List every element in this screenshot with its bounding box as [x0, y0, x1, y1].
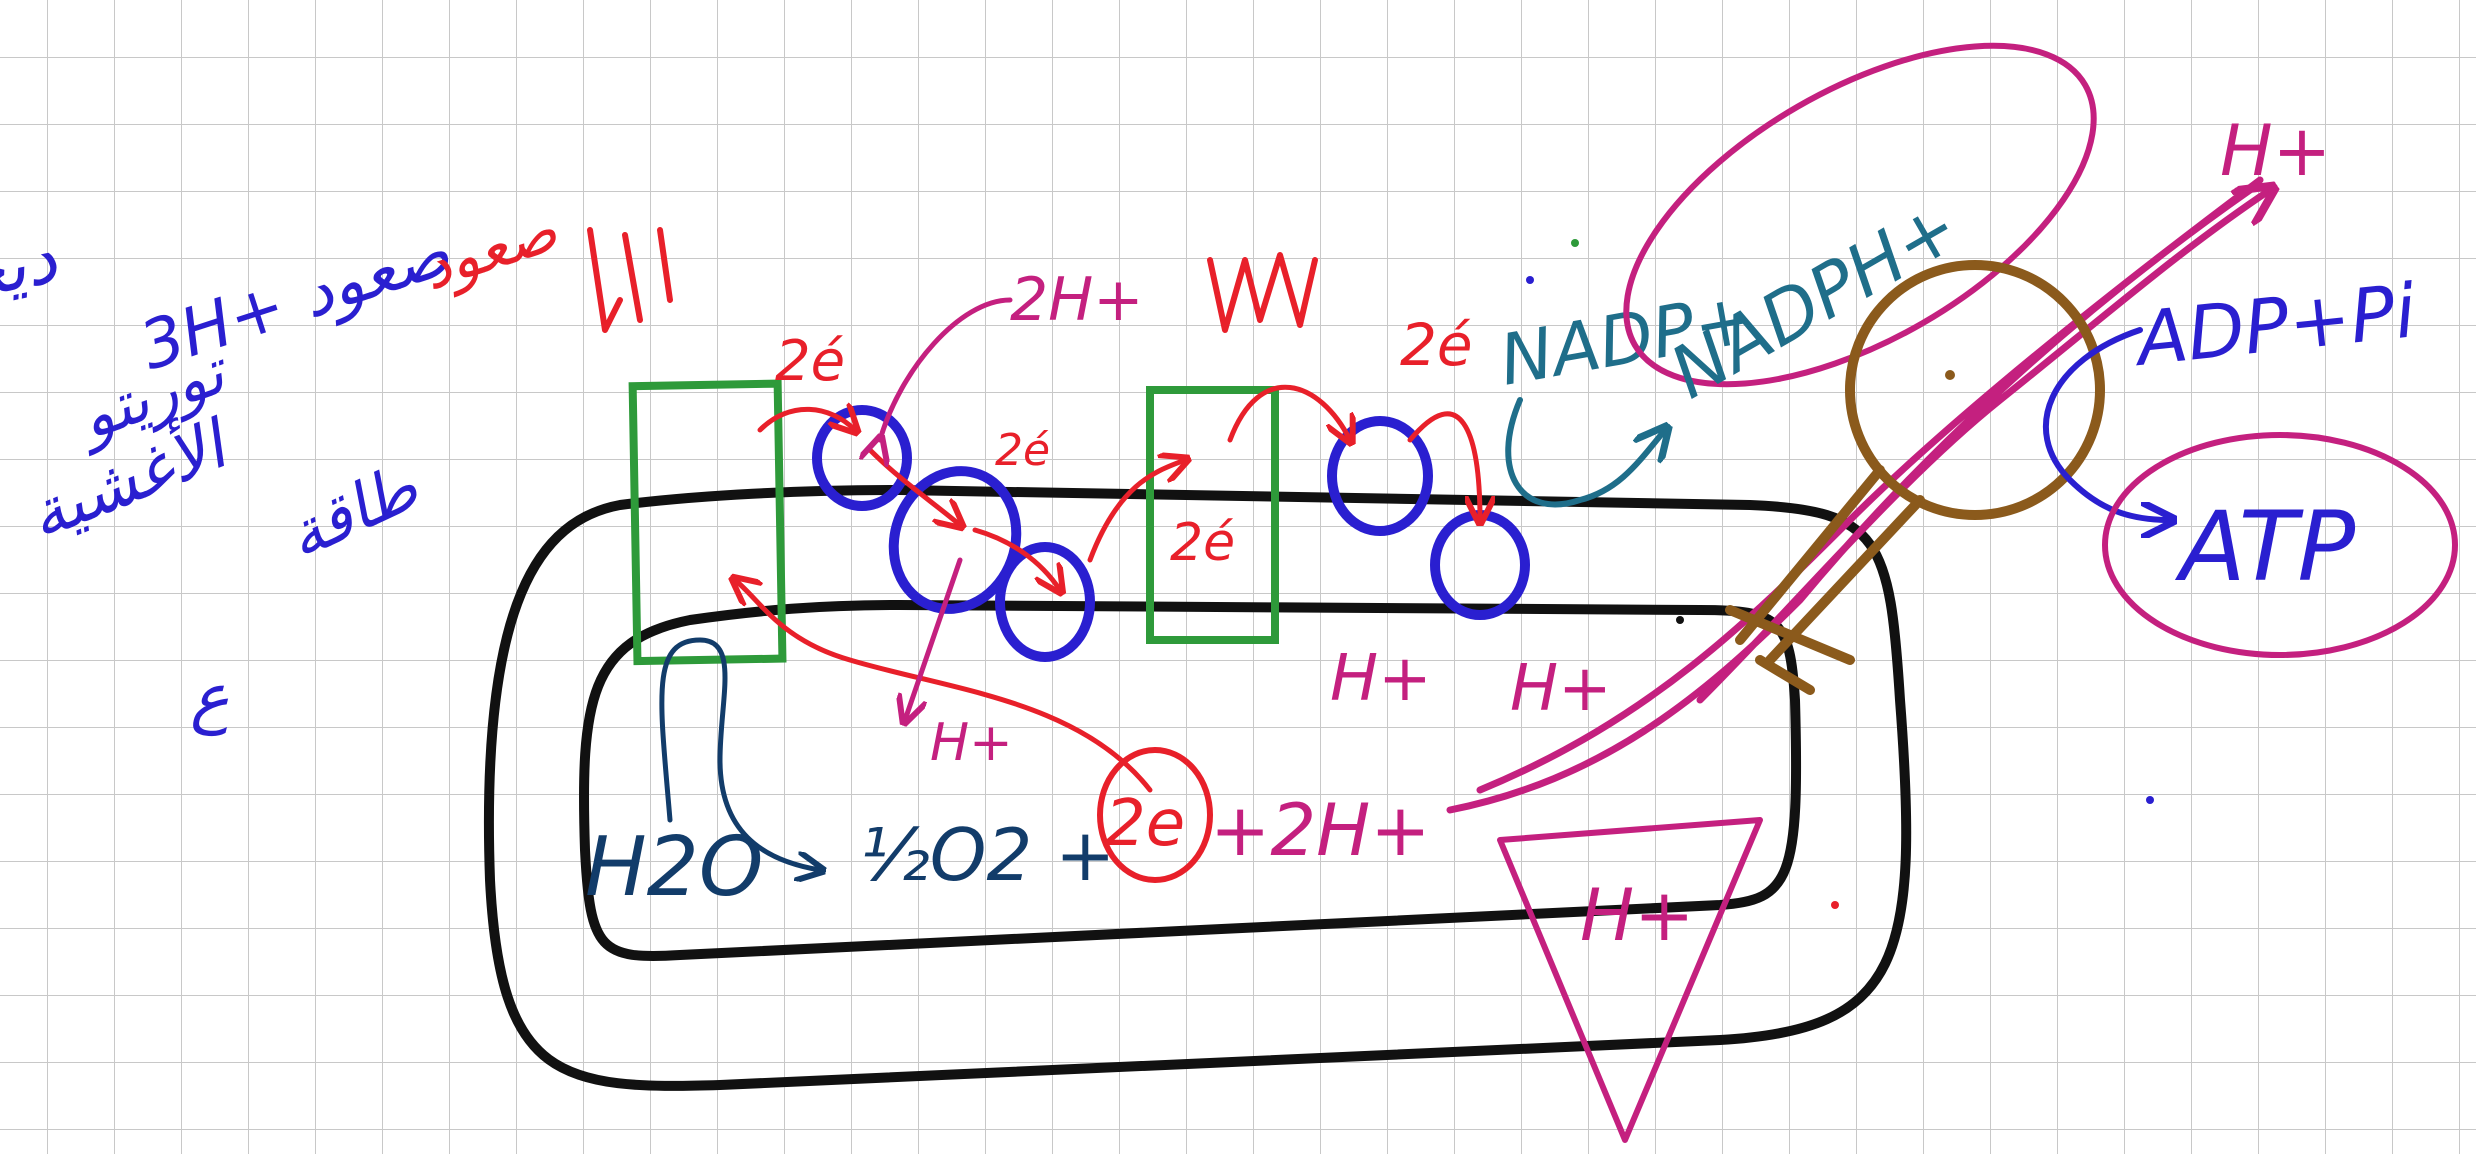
electron-labels: 2é 2é 2é 2é 2e — [775, 311, 1473, 883]
carrier-plastocyanin — [995, 542, 1095, 662]
atp-synthase — [1725, 260, 2105, 695]
electron-label-3: 2é — [1400, 311, 1473, 379]
electron-path-water-to-ps2 — [735, 580, 1153, 793]
electron-path-cyt-to-pc — [972, 527, 1060, 590]
nadp-arrow — [1505, 397, 1665, 508]
proton-lumen-3: H+ — [1510, 652, 1612, 726]
electron-label-1: 2é — [775, 329, 845, 394]
electron-path-fd-to-fnr — [1407, 411, 1480, 520]
carrier-ferredoxin — [1327, 416, 1433, 536]
proton-stroma: H+ — [2220, 110, 2331, 192]
plus-2h-label: +2H+ — [1210, 788, 1431, 872]
electron-path-ps1-to-fd — [1227, 384, 1350, 440]
synthase-head — [1845, 260, 2105, 520]
atp-label: ATP — [2174, 491, 2355, 603]
atp-oval — [2102, 432, 2458, 658]
electron-label-2: 2é — [995, 425, 1050, 476]
proton-top-label: 2H+ — [1010, 265, 1144, 335]
electron-flow — [735, 384, 1480, 793]
oxygen-label: ½O2 + — [860, 813, 1115, 897]
light-rays-1 — [587, 227, 673, 333]
h2o-label: H2O — [585, 820, 763, 915]
proton-lumen-2: H+ — [1330, 642, 1432, 716]
electron-circle — [1097, 747, 1213, 883]
electron-label-4: 2é — [1170, 513, 1235, 573]
electron-path-pc-to-ps1 — [1087, 460, 1185, 563]
proton-down-arrow — [905, 557, 963, 720]
electron-path-ps2-to-pq — [757, 409, 855, 430]
proton-stream — [1446, 180, 2270, 814]
atp-arrow — [2042, 327, 2170, 520]
photosystem-1 — [1146, 386, 1279, 644]
light-rays-2 — [1207, 252, 1318, 333]
proton-flow: 2H+ H+ H+ H+ H+ H+ — [880, 110, 2331, 1143]
water-arrow — [659, 637, 820, 870]
electron-label-5: 2e — [1105, 787, 1185, 861]
stray-dots — [1526, 239, 2154, 909]
inner-membrane — [578, 600, 1802, 962]
proton-top-arrow — [880, 297, 1013, 440]
photosystem-2 — [628, 379, 787, 666]
proton-lumen-1: H+ — [930, 713, 1013, 773]
water-splitting: H2O ½O2 + +2H+ — [585, 637, 1431, 915]
proton-cone-label: H+ — [1580, 873, 1694, 957]
nadph-oval — [1623, 42, 2097, 388]
proton-cone — [1497, 817, 1763, 1143]
synthase-base — [1725, 605, 1855, 695]
note-line-6: ع — [190, 659, 229, 737]
